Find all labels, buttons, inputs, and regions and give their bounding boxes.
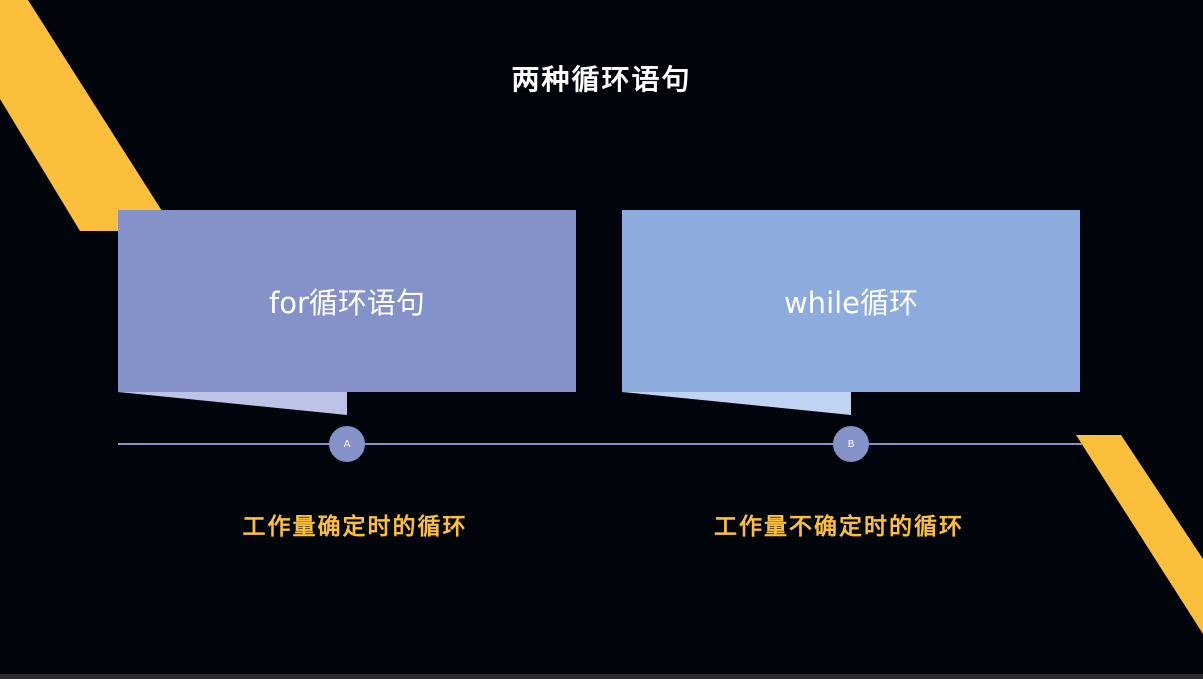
timeline-node-b[interactable]: B [833,426,869,462]
timeline-node-a-label: A [343,438,351,450]
card-while-loop-tab [622,392,851,415]
caption-while-loop: 工作量不确定时的循环 [714,514,964,540]
page-title: 两种循环语句 [511,63,692,96]
card-while-loop-label: while循环 [783,286,919,320]
decorative-stripe-bottom-right [1076,435,1203,634]
caption-for-loop: 工作量确定时的循环 [242,514,468,540]
timeline-node-b-label: B [847,438,855,450]
timeline-node-a[interactable]: A [329,426,365,462]
card-for-loop: for循环语句 [118,210,576,392]
card-for-loop-label: for循环语句 [269,286,425,320]
card-for-loop-tab [118,392,347,415]
bottom-bar [0,674,1203,679]
timeline-line [118,443,1082,445]
card-while-loop: while循环 [622,210,1080,392]
decorative-stripe-top-left [0,0,162,231]
